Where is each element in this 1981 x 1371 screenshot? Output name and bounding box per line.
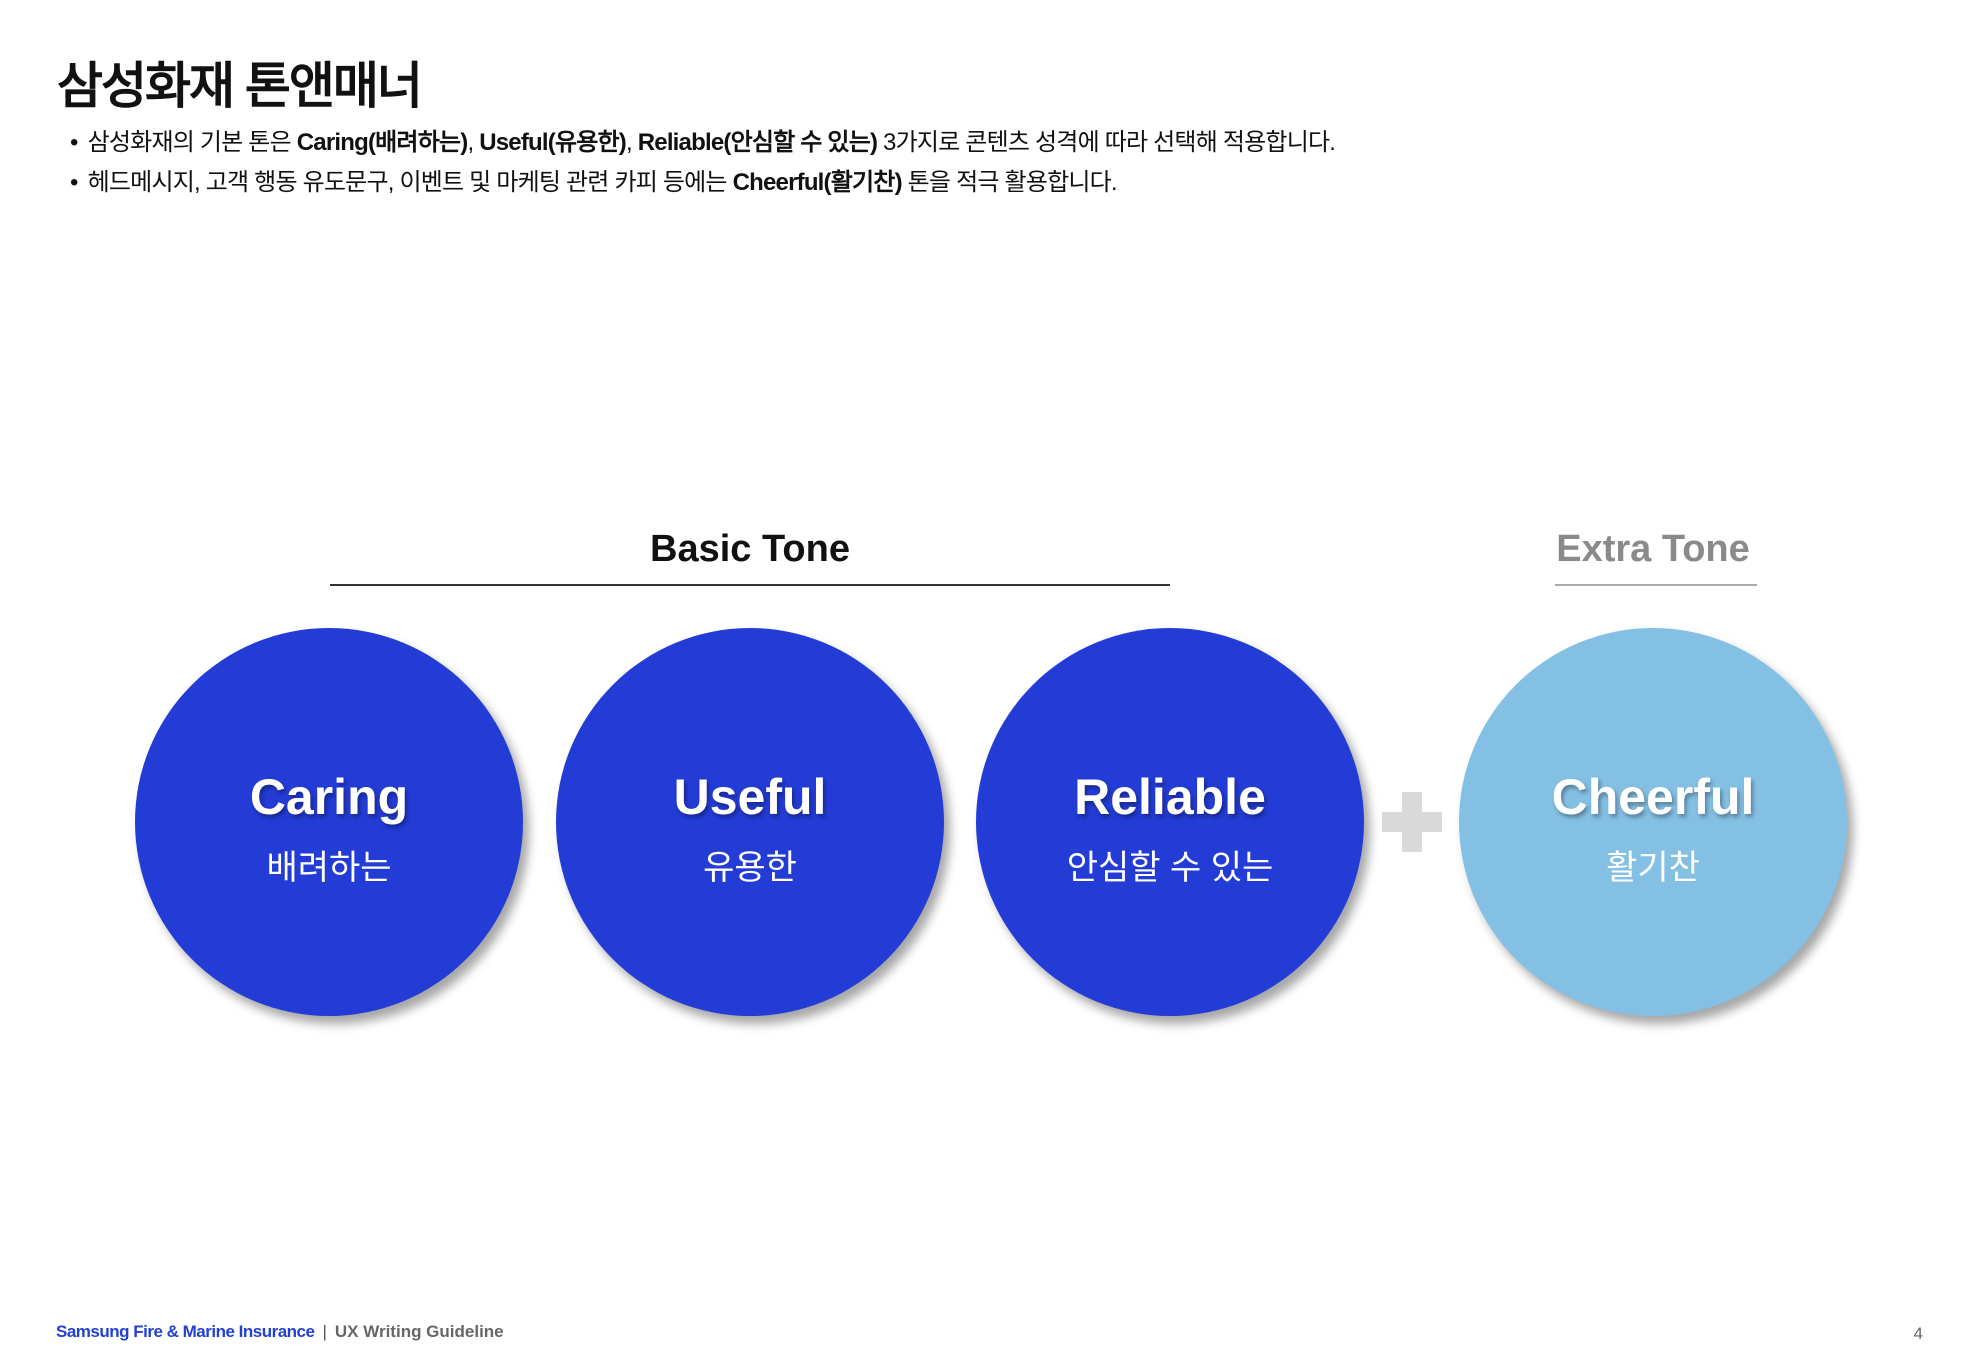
bullet-item: 삼성화재의 기본 톤은 Caring(배려하는), Useful(유용한), R… <box>70 126 1336 166</box>
extra-tone-divider <box>1555 584 1757 586</box>
plus-icon <box>1382 792 1442 852</box>
footer: Samsung Fire & Marine Insurance|UX Writi… <box>56 1322 504 1341</box>
footer-brand: Samsung Fire & Marine Insurance <box>56 1322 315 1341</box>
bullet-item: 헤드메시지, 고객 행동 유도문구, 이벤트 및 마케팅 관련 카피 등에는 C… <box>70 166 1335 206</box>
intro-bullets: 삼성화재의 기본 톤은 Caring(배려하는), Useful(유용한), R… <box>70 126 1336 206</box>
basic-tone-heading: Basic Tone <box>650 528 850 570</box>
page-number: 4 <box>1913 1324 1923 1343</box>
basic-tone-divider <box>330 584 1170 586</box>
extra-tone-heading: Extra Tone <box>1556 528 1750 570</box>
page-title: 삼성화재 톤앤매너 <box>57 58 423 114</box>
footer-guide-title: UX Writing Guideline <box>334 1322 504 1341</box>
